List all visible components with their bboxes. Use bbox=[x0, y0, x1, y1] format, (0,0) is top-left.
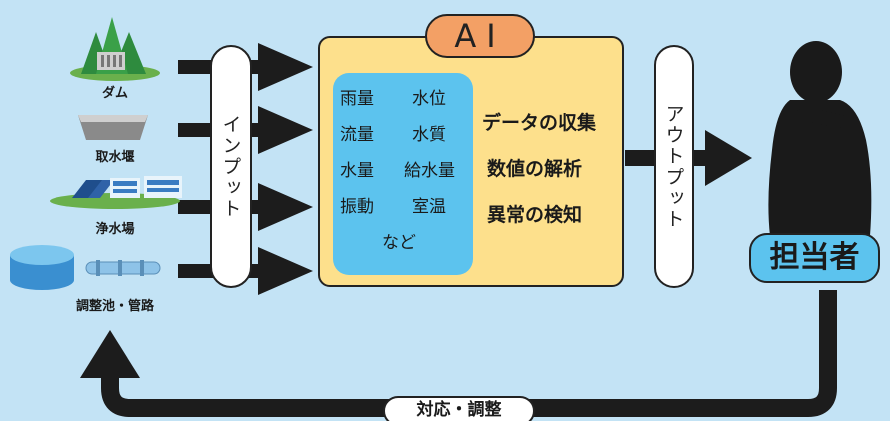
source-label-treatment-plant: 浄水場 bbox=[95, 222, 135, 237]
data-item: 水質 bbox=[412, 125, 446, 145]
input-arrow-head-4 bbox=[258, 247, 313, 295]
process-analyze: 数値の解析 bbox=[487, 158, 583, 180]
data-item: 室温 bbox=[412, 197, 446, 217]
input-label: インプット bbox=[219, 114, 242, 219]
data-item: 流量 bbox=[340, 125, 374, 145]
data-item: 雨量 bbox=[340, 89, 374, 109]
source-label-intake-weir: 取水堰 bbox=[95, 150, 135, 165]
dam-icon bbox=[70, 17, 160, 81]
input-arrow-head-1 bbox=[258, 43, 313, 91]
data-item: 水量 bbox=[340, 161, 374, 181]
source-label-reservoir-pipeline: 調整池・管路 bbox=[75, 299, 154, 314]
output-pill: アウトプット bbox=[654, 45, 694, 288]
process-detect: 異常の検知 bbox=[487, 204, 583, 226]
operator-silhouette bbox=[768, 41, 872, 236]
reservoir-pipeline-icon bbox=[10, 245, 161, 290]
water-treatment-plant-icon bbox=[50, 176, 182, 209]
operator-label: 担当者 bbox=[749, 233, 880, 283]
output-arrow-head bbox=[705, 130, 752, 186]
data-item: 水位 bbox=[412, 89, 446, 109]
source-label-dam: ダム bbox=[101, 86, 128, 101]
input-pill: インプット bbox=[210, 45, 252, 288]
ai-title: AI bbox=[425, 14, 535, 58]
feedback-arrow-head bbox=[80, 330, 140, 378]
input-arrow-head-3 bbox=[258, 183, 313, 231]
data-item: 給水量 bbox=[404, 161, 455, 181]
data-item: 振動 bbox=[340, 197, 374, 217]
feedback-label: 対応・調整 bbox=[383, 396, 535, 421]
data-items-box bbox=[333, 73, 473, 275]
output-label: アウトプット bbox=[662, 103, 685, 230]
intake-weir-icon bbox=[78, 115, 148, 140]
process-collect: データの収集 bbox=[482, 112, 597, 134]
data-item: など bbox=[382, 233, 416, 253]
input-arrow-head-2 bbox=[258, 106, 313, 154]
feedback-loop-line bbox=[101, 290, 837, 417]
